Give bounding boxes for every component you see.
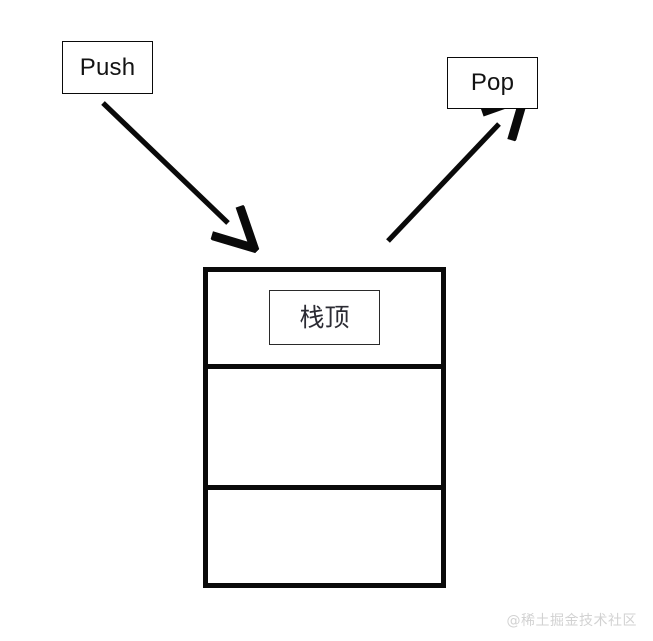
watermark-text: @稀土掘金技术社区: [506, 613, 637, 629]
stack-container: 栈顶: [203, 267, 446, 588]
stack-top-label-box: 栈顶: [269, 289, 380, 345]
push-arrow: [101, 101, 228, 223]
stack-cell-top[interactable]: 栈顶: [208, 272, 441, 369]
pop-arrow: [386, 124, 499, 243]
pop-label-box[interactable]: Pop: [447, 57, 538, 109]
push-label-box[interactable]: Push: [62, 41, 153, 94]
push-label: Push: [79, 53, 136, 81]
pop-label: Pop: [470, 69, 515, 96]
stack-cell-middle[interactable]: [208, 369, 441, 490]
stack-top-label: 栈顶: [299, 302, 350, 332]
stack-cell-bottom[interactable]: [208, 490, 441, 583]
